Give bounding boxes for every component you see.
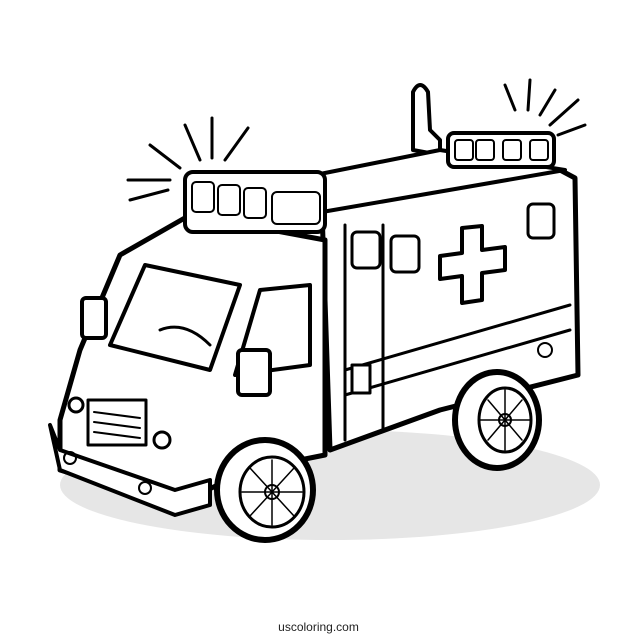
watermark: uscoloring.com <box>278 620 359 634</box>
side-mirror-left <box>80 296 108 340</box>
medical-cross-icon <box>438 224 507 305</box>
rear-wheel <box>452 369 542 471</box>
flash-rays-right-icon <box>503 78 587 137</box>
side-mirror-right <box>236 348 272 397</box>
headlight-right <box>152 430 172 450</box>
roof-beacon <box>411 83 442 157</box>
flash-rays-left-icon <box>126 116 250 202</box>
headlight-left <box>67 396 85 414</box>
front-wheel <box>214 437 316 543</box>
front-light-bar <box>183 170 327 234</box>
front-bumper <box>48 423 212 517</box>
rear-light-bar <box>446 131 556 169</box>
